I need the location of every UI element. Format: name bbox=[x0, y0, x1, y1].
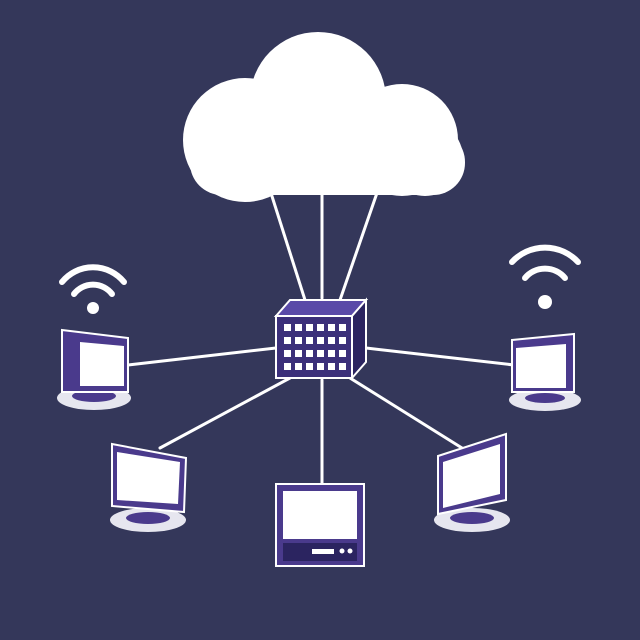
server-grid-cell bbox=[328, 350, 335, 357]
server-grid-cell bbox=[317, 324, 324, 331]
cloud-link-right bbox=[338, 188, 380, 302]
node-lower-right-monitor bbox=[434, 432, 510, 532]
server-grid-cell bbox=[317, 337, 324, 344]
server-grid-cell bbox=[328, 363, 335, 370]
node-right-monitor bbox=[509, 244, 581, 411]
server-grid-cell bbox=[306, 324, 313, 331]
server-grid-cell bbox=[339, 324, 346, 331]
server-grid-cell bbox=[295, 337, 302, 344]
server-grid-cell bbox=[306, 363, 313, 370]
server-grid-cell bbox=[317, 350, 324, 357]
wifi-icon bbox=[509, 244, 581, 309]
server-grid-cell bbox=[284, 324, 291, 331]
server-grid-cell bbox=[306, 337, 313, 344]
connections bbox=[126, 188, 516, 488]
server-grid-cell bbox=[306, 350, 313, 357]
node-lower-left-monitor bbox=[110, 442, 188, 532]
wifi-icon bbox=[59, 264, 127, 314]
link-lower-right-monitor bbox=[348, 376, 464, 450]
server-grid-cell bbox=[328, 324, 335, 331]
monitor-icon bbox=[509, 332, 581, 411]
link-left-monitor bbox=[126, 346, 278, 367]
link-right-monitor bbox=[364, 346, 516, 367]
cloud-link-left bbox=[268, 188, 307, 302]
monitor-icon bbox=[434, 432, 510, 532]
server-grid bbox=[284, 324, 346, 370]
server-cube-icon bbox=[273, 297, 369, 381]
cloud-icon bbox=[183, 32, 465, 202]
server-grid-cell bbox=[295, 350, 302, 357]
server-grid-cell bbox=[339, 363, 346, 370]
server-grid-cell bbox=[284, 350, 291, 357]
link-lower-left-monitor bbox=[158, 376, 292, 450]
server-grid-cell bbox=[295, 363, 302, 370]
node-bottom-terminal bbox=[275, 483, 365, 567]
terminal-icon bbox=[275, 483, 365, 567]
node-left-monitor bbox=[57, 264, 131, 410]
server-grid-cell bbox=[339, 350, 346, 357]
server-grid-cell bbox=[339, 337, 346, 344]
server-grid-cell bbox=[284, 363, 291, 370]
server-grid-cell bbox=[328, 337, 335, 344]
server-grid-cell bbox=[317, 363, 324, 370]
monitor-icon bbox=[110, 442, 188, 532]
server-grid-cell bbox=[295, 324, 302, 331]
monitor-icon bbox=[57, 328, 131, 410]
server-grid-cell bbox=[284, 337, 291, 344]
